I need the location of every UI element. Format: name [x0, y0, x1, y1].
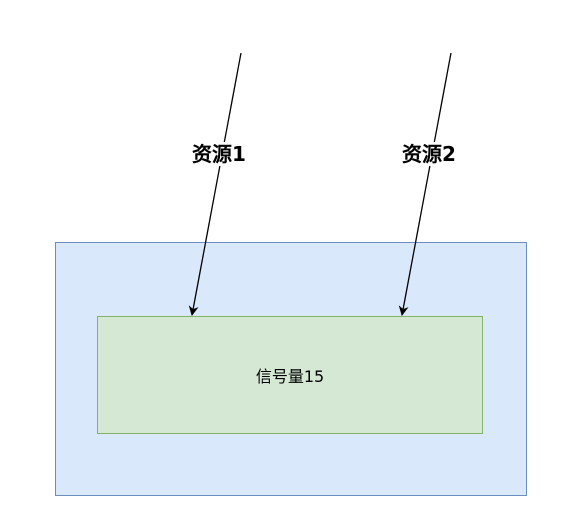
- semaphore-box: 信号量15: [97, 316, 483, 434]
- edge-label-resource-1: 资源1: [190, 142, 248, 166]
- arrow-resource-2: [398, 52, 452, 316]
- edge-label-resource-2: 资源2: [400, 142, 458, 166]
- semaphore-label: 信号量15: [255, 367, 325, 386]
- arrow-resource-1: [188, 52, 242, 316]
